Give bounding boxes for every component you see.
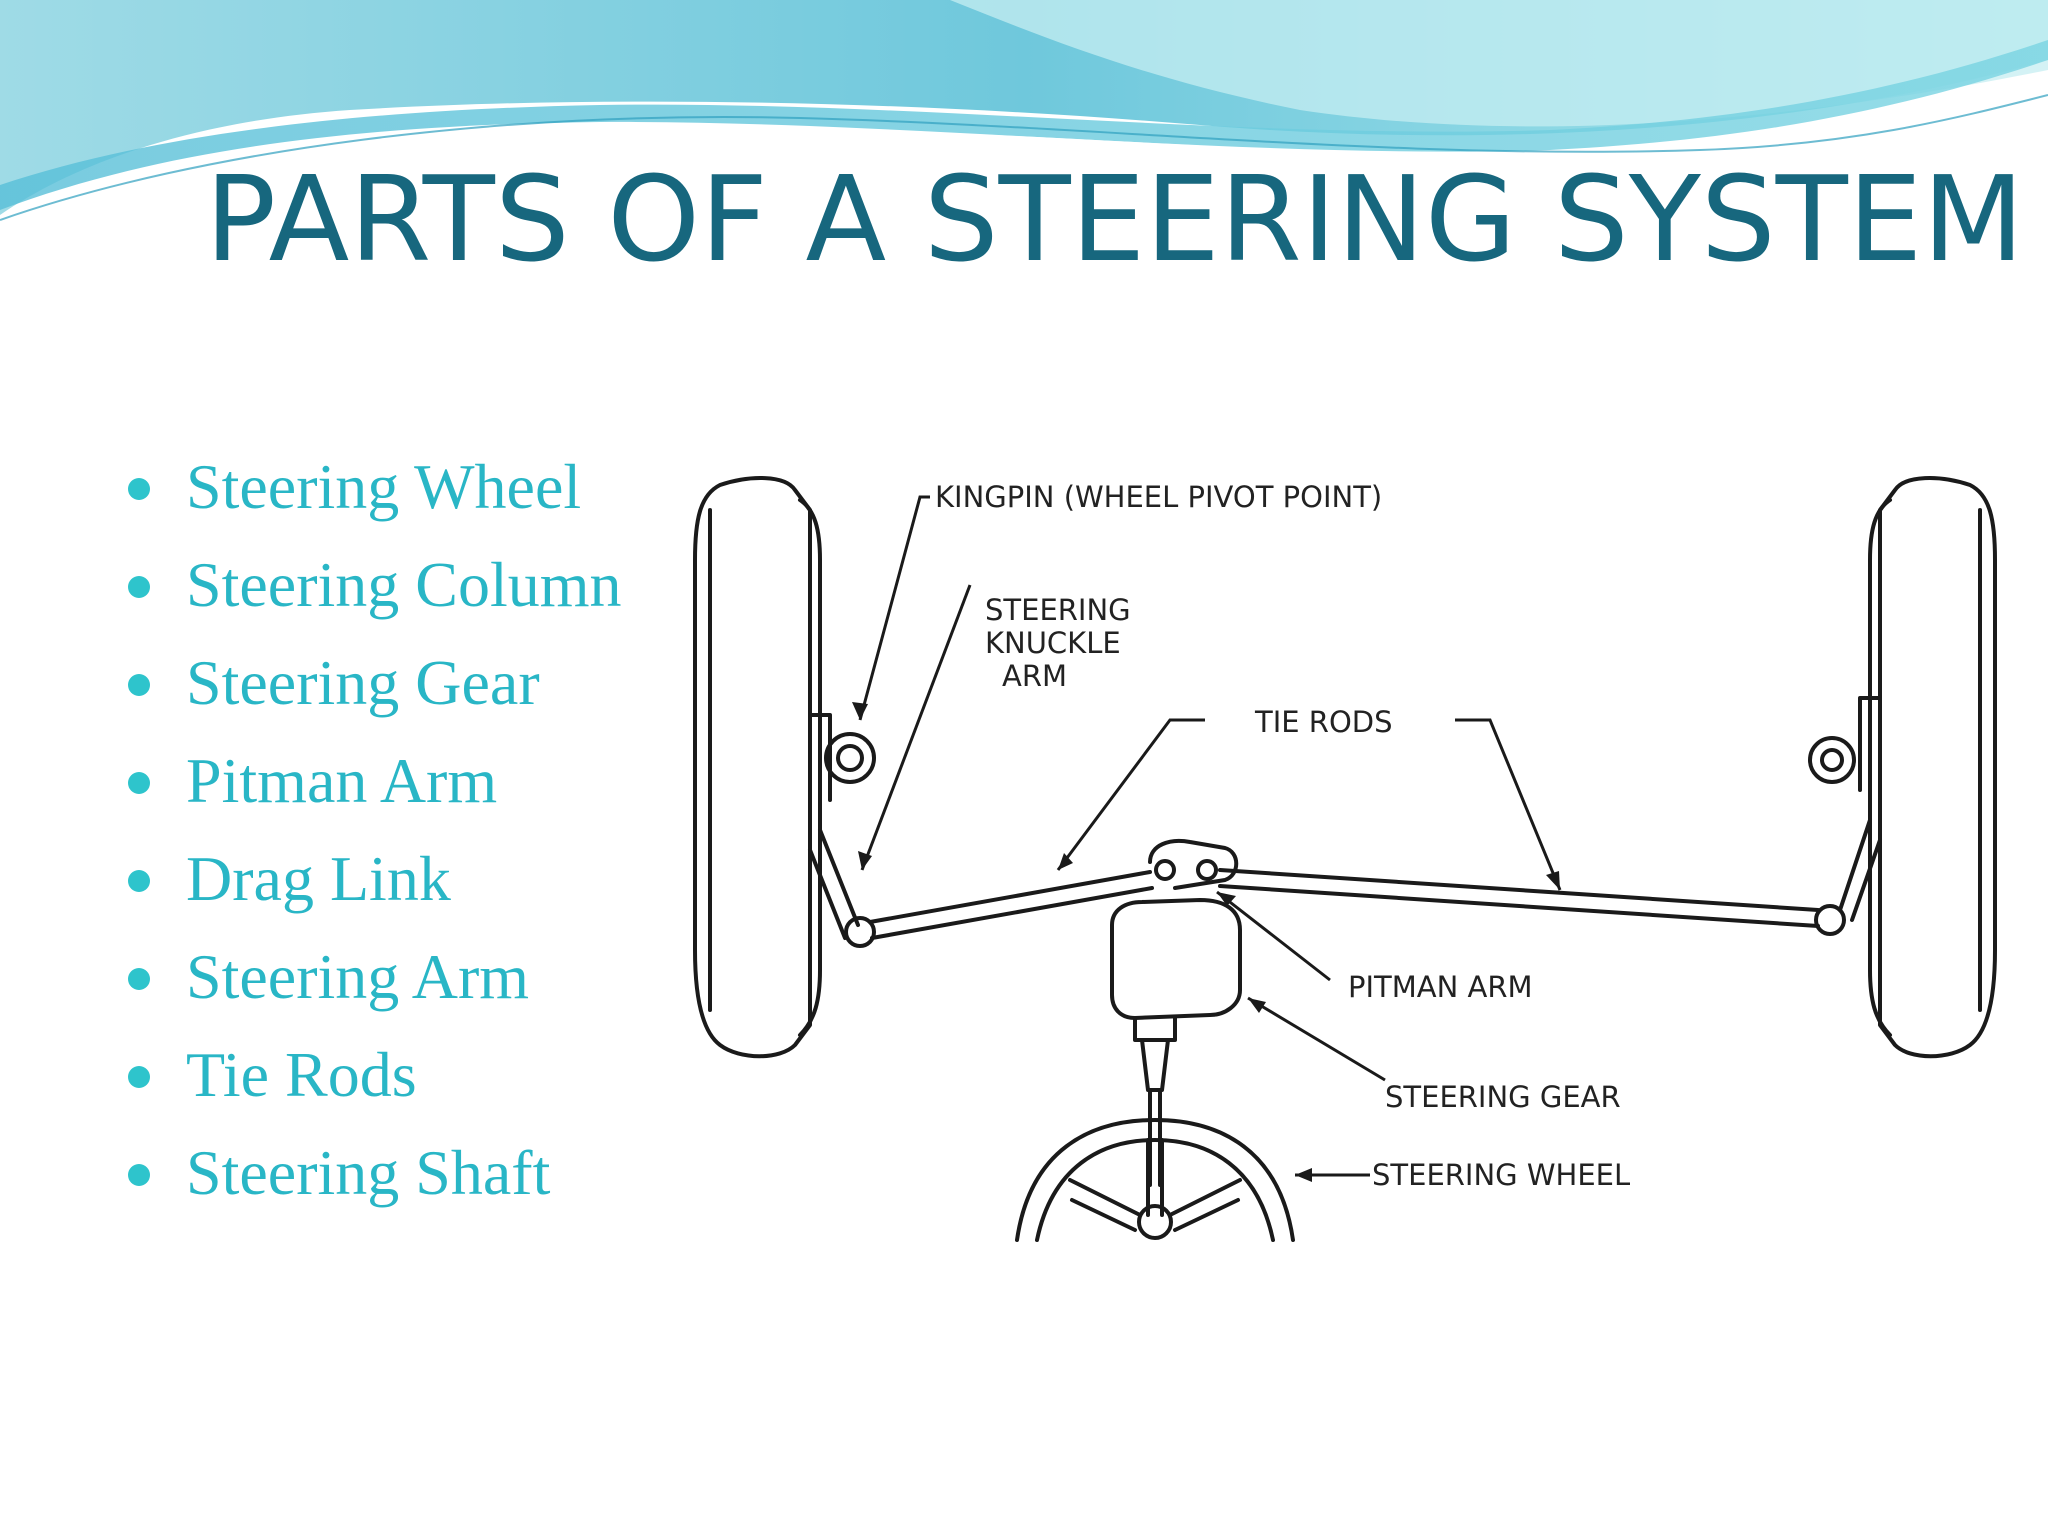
bullet-dot-icon xyxy=(128,968,150,990)
knuckle-label-line3: ARM xyxy=(1002,659,1067,693)
bullet-dot-icon xyxy=(128,674,150,696)
list-item: Steering Arm xyxy=(128,930,688,1028)
bullet-dot-icon xyxy=(128,772,150,794)
parts-list: Steering Wheel Steering Column Steering … xyxy=(128,440,688,1224)
arrow-icon xyxy=(852,702,868,720)
pitman-arm-icon xyxy=(1148,839,1239,890)
list-item: Steering Wheel xyxy=(128,440,688,538)
right-wheel-icon xyxy=(1868,476,1997,1059)
arrow-icon xyxy=(1217,892,1236,906)
arrow-icon xyxy=(1295,1168,1312,1182)
arrow-icon xyxy=(1546,871,1560,890)
header-wave-decoration xyxy=(0,0,2048,229)
left-tie-rod-line xyxy=(868,870,1154,940)
steering-gear-label: STEERING GEAR xyxy=(1385,1080,1621,1114)
bullet-dot-icon xyxy=(128,870,150,892)
left-kingpin-icon xyxy=(808,713,876,948)
right-kingpin-icon xyxy=(1808,696,1882,936)
tie-rods-label: TIE RODS xyxy=(1254,705,1393,739)
slide-title: PARTS OF A STEERING SYSTEM xyxy=(205,150,2025,288)
list-item-label: Steering Shaft xyxy=(186,1137,551,1208)
tie-rod-left-leader-line xyxy=(1056,718,1205,871)
bullet-dot-icon xyxy=(128,478,150,500)
left-wheel-icon xyxy=(693,476,822,1059)
bullet-dot-icon xyxy=(128,1066,150,1088)
arrow-icon xyxy=(1248,998,1266,1013)
list-item: Tie Rods xyxy=(128,1028,688,1126)
list-item-label: Drag Link xyxy=(186,843,451,914)
knuckle-label-line1: STEERING xyxy=(985,593,1131,627)
right-tie-rod-line xyxy=(1218,868,1820,928)
bullet-dot-icon xyxy=(128,576,150,598)
list-item: Steering Shaft xyxy=(128,1126,688,1224)
list-item-label: Steering Gear xyxy=(186,647,540,718)
pitman-arm-label: PITMAN ARM xyxy=(1348,970,1533,1004)
list-item: Drag Link xyxy=(128,832,688,930)
arrow-icon xyxy=(858,851,872,870)
tie-rod-right-leader-line xyxy=(1455,718,1562,891)
steering-wheel-icon xyxy=(1015,1118,1295,1242)
pitman-leader-line xyxy=(1216,890,1331,982)
bullet-dot-icon xyxy=(128,1164,150,1186)
list-item-label: Steering Arm xyxy=(186,941,530,1012)
knuckle-label-line2: KNUCKLE xyxy=(985,626,1121,660)
gear-leader-line xyxy=(1247,996,1386,1082)
knuckle-leader-line xyxy=(860,584,972,871)
list-item: Steering Column xyxy=(128,538,688,636)
kingpin-label: KINGPIN (WHEEL PIVOT POINT) xyxy=(935,480,1382,514)
steering-system-diagram: KINGPIN (WHEEL PIVOT POINT) STEERING KNU… xyxy=(693,476,1997,1242)
list-item-label: Tie Rods xyxy=(186,1039,417,1110)
steering-wheel-label: STEERING WHEEL xyxy=(1372,1158,1630,1192)
list-item: Pitman Arm xyxy=(128,734,688,832)
steering-shaft-line xyxy=(1148,1088,1162,1187)
list-item-label: Steering Column xyxy=(186,549,622,620)
kingpin-leader-line xyxy=(858,495,930,721)
list-item-label: Pitman Arm xyxy=(186,745,498,816)
steering-gear-icon xyxy=(1110,898,1242,1092)
arrow-icon xyxy=(1058,853,1073,870)
list-item: Steering Gear xyxy=(128,636,688,734)
list-item-label: Steering Wheel xyxy=(186,451,582,522)
